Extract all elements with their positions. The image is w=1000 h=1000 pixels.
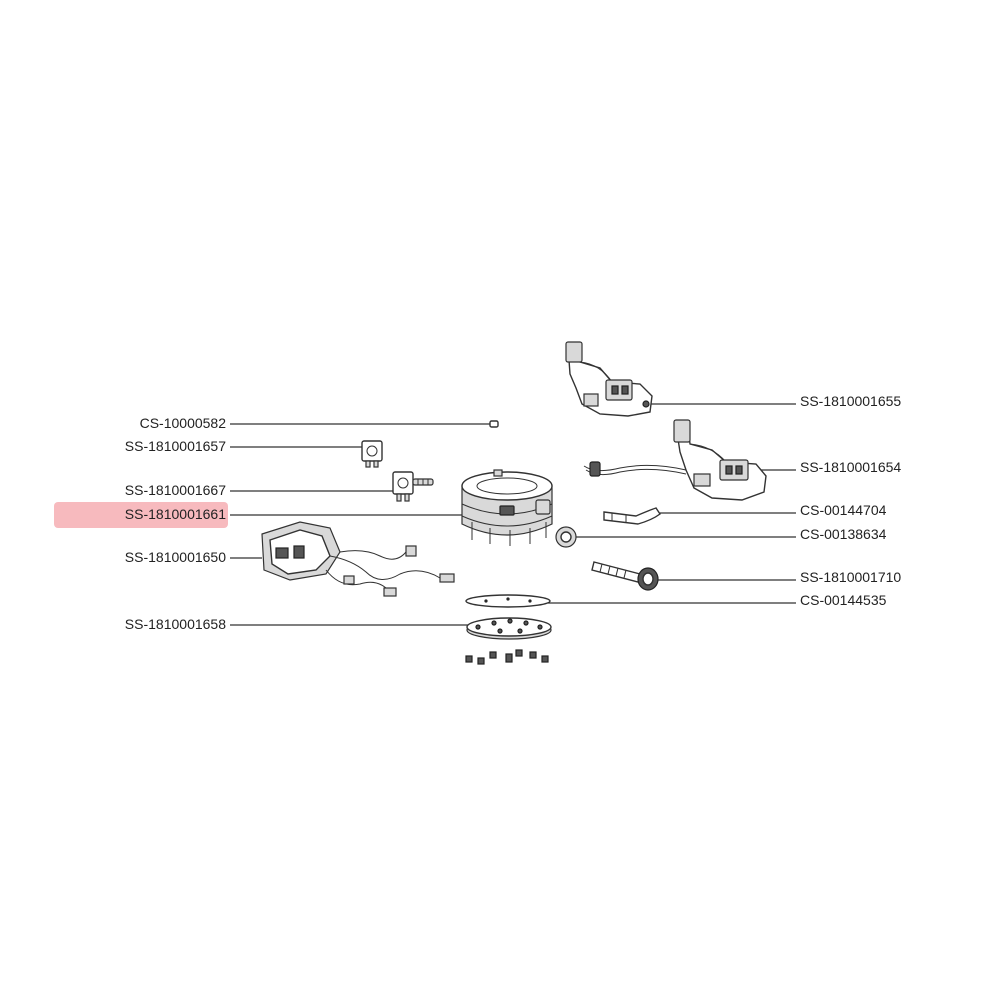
callout-cs-00144535[interactable]: CS-00144535 (548, 592, 887, 608)
callout-ss-1810001658[interactable]: SS-1810001658 (125, 616, 468, 632)
part-label-ss-1810001667[interactable]: SS-1810001667 (125, 482, 226, 498)
part-o-ring[interactable] (555, 526, 577, 548)
callout-cs-00138634[interactable]: CS-00138634 (576, 526, 887, 542)
callout-cs-00144704[interactable]: CS-00144704 (660, 502, 887, 518)
part-label-ss-1810001661[interactable]: SS-1810001661 (125, 506, 226, 522)
part-wiring-harness[interactable] (261, 521, 455, 597)
callout-ss-1810001657[interactable]: SS-1810001657 (125, 438, 362, 454)
part-label-cs-00144535[interactable]: CS-00144535 (800, 592, 887, 608)
callout-ss-1810001661[interactable]: SS-1810001661 (125, 506, 462, 522)
callout-ss-1810001710[interactable]: SS-1810001710 (656, 569, 901, 585)
part-label-ss-1810001655[interactable]: SS-1810001655 (800, 393, 901, 409)
part-label-ss-1810001650[interactable]: SS-1810001650 (125, 549, 226, 565)
part-sensor-probe[interactable] (392, 471, 434, 502)
callout-ss-1810001667[interactable]: SS-1810001667 (125, 482, 393, 498)
part-hose-elbow[interactable] (603, 507, 661, 525)
part-lower-valve-assembly[interactable] (583, 419, 767, 501)
callout-ss-1810001654[interactable]: SS-1810001654 (760, 459, 901, 475)
part-label-ss-1810001654[interactable]: SS-1810001654 (800, 459, 901, 475)
callout-ss-1810001650[interactable]: SS-1810001650 (125, 549, 262, 565)
part-threaded-probe[interactable] (591, 561, 659, 591)
part-label-ss-1810001657[interactable]: SS-1810001657 (125, 438, 226, 454)
part-gasket-disc[interactable] (465, 594, 551, 608)
part-small-pin[interactable] (489, 420, 499, 428)
part-label-cs-10000582[interactable]: CS-10000582 (140, 415, 227, 431)
part-base-plate[interactable] (465, 617, 552, 665)
part-label-cs-00144704[interactable]: CS-00144704 (800, 502, 887, 518)
part-square-switch[interactable] (361, 440, 383, 468)
part-label-ss-1810001658[interactable]: SS-1810001658 (125, 616, 226, 632)
part-label-cs-00138634[interactable]: CS-00138634 (800, 526, 887, 542)
selected-part-highlight (54, 502, 228, 528)
callout-cs-10000582[interactable]: CS-10000582 (140, 415, 490, 431)
part-upper-valve-assembly[interactable] (565, 341, 653, 417)
part-label-ss-1810001710[interactable]: SS-1810001710 (800, 569, 901, 585)
callout-ss-1810001655[interactable]: SS-1810001655 (640, 393, 901, 409)
part-heating-element[interactable] (461, 469, 553, 546)
